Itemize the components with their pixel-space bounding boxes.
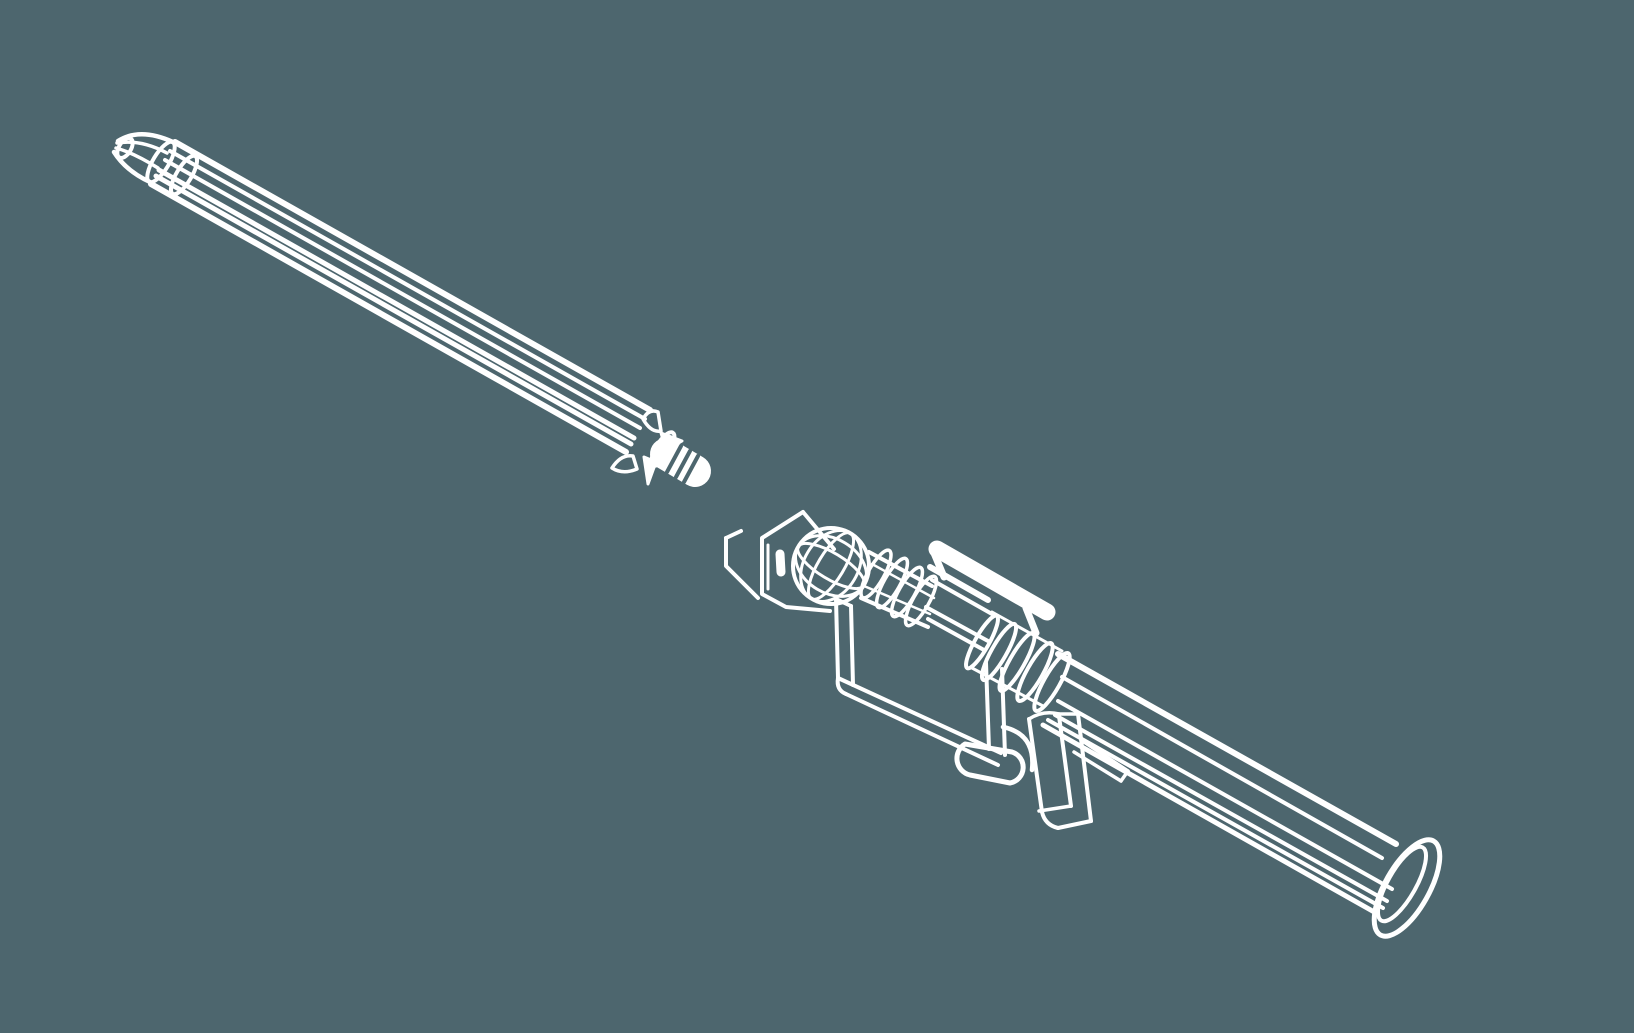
exploded-view-art — [111, 132, 1443, 939]
pistol-grip — [1027, 711, 1093, 830]
front-collar — [859, 548, 939, 629]
missile-nozzle — [650, 438, 711, 487]
launch-tube — [924, 564, 1399, 916]
trigger-guard — [1000, 724, 1035, 773]
coupling-rings — [964, 610, 1072, 713]
grip-housing-base — [954, 741, 1026, 786]
blast-ring — [1371, 837, 1443, 939]
missile-nose-cone — [111, 132, 200, 197]
gripstock-housing — [834, 597, 1026, 786]
grip-strut — [1072, 738, 1130, 783]
launcher-assembly — [724, 510, 1443, 939]
missile-body — [148, 139, 653, 455]
missile-projectile — [111, 132, 711, 487]
